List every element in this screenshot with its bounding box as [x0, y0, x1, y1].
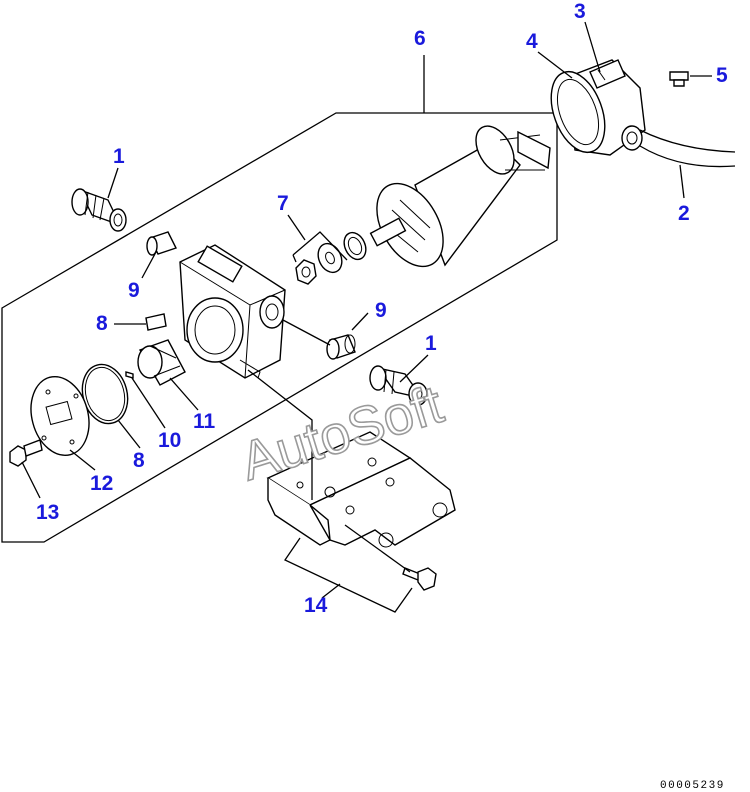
callout-9-lower: 9 — [375, 299, 387, 322]
leader-11 — [169, 377, 199, 411]
document-number: 00005239 — [660, 780, 725, 792]
callout-8-upper: 8 — [96, 312, 108, 335]
callout-7: 7 — [277, 192, 289, 215]
leader-10 — [131, 377, 166, 429]
callout-10: 10 — [158, 429, 181, 452]
callout-8-lower: 8 — [133, 449, 145, 472]
leader-3 — [584, 21, 601, 73]
cover-plate-12 — [30, 375, 90, 457]
bracket-support-line — [247, 369, 313, 500]
leader-1b — [399, 354, 429, 383]
bolt-13 — [9, 439, 43, 467]
solenoid-body — [369, 125, 551, 268]
leader-1a — [107, 167, 119, 199]
bolt-14-axis — [344, 524, 411, 573]
leader-9b — [282, 319, 331, 346]
seal-ring — [343, 231, 367, 261]
leader-8b — [117, 419, 141, 449]
leader-9a — [141, 251, 157, 279]
leader-9b-label — [351, 312, 369, 331]
leader-12 — [69, 449, 96, 471]
fitting-1-lower — [369, 365, 428, 406]
gauge-housing — [550, 59, 646, 156]
callout-1-lower: 1 — [425, 332, 437, 355]
callout-11: 11 — [193, 410, 216, 433]
leader-13 — [21, 461, 41, 499]
washer — [317, 242, 343, 274]
fitting-9-lower — [326, 334, 356, 360]
hex-nut — [295, 259, 317, 285]
bolt-14 — [402, 567, 437, 591]
mounting-bracket-14 — [266, 431, 456, 548]
callout-5: 5 — [716, 64, 728, 87]
callout-1-upper: 1 — [113, 145, 125, 168]
callout-3: 3 — [574, 0, 586, 23]
assembly-6-outline — [1, 112, 558, 543]
bracket-14-callout — [284, 537, 413, 613]
gauge-cable — [639, 129, 736, 168]
gasket-8-upper — [145, 313, 167, 331]
leader-14 — [321, 583, 341, 599]
leader-7 — [287, 214, 306, 241]
callout-4: 4 — [526, 30, 538, 53]
callout-12: 12 — [90, 472, 113, 495]
rotor-11 — [137, 339, 186, 386]
leader-4 — [537, 51, 573, 79]
valve-housing — [179, 244, 286, 379]
callout-2: 2 — [678, 202, 690, 225]
callout-14: 14 — [304, 594, 328, 617]
fitting-9-upper — [146, 231, 177, 256]
leader-2 — [679, 164, 685, 199]
fitting-1-upper — [71, 188, 127, 232]
callout-13: 13 — [36, 501, 59, 524]
bracket-7 — [292, 231, 348, 263]
callout-6: 6 — [414, 27, 426, 50]
callout-9-upper: 9 — [128, 279, 140, 302]
pin-10 — [125, 371, 134, 379]
connector-5 — [669, 71, 689, 87]
